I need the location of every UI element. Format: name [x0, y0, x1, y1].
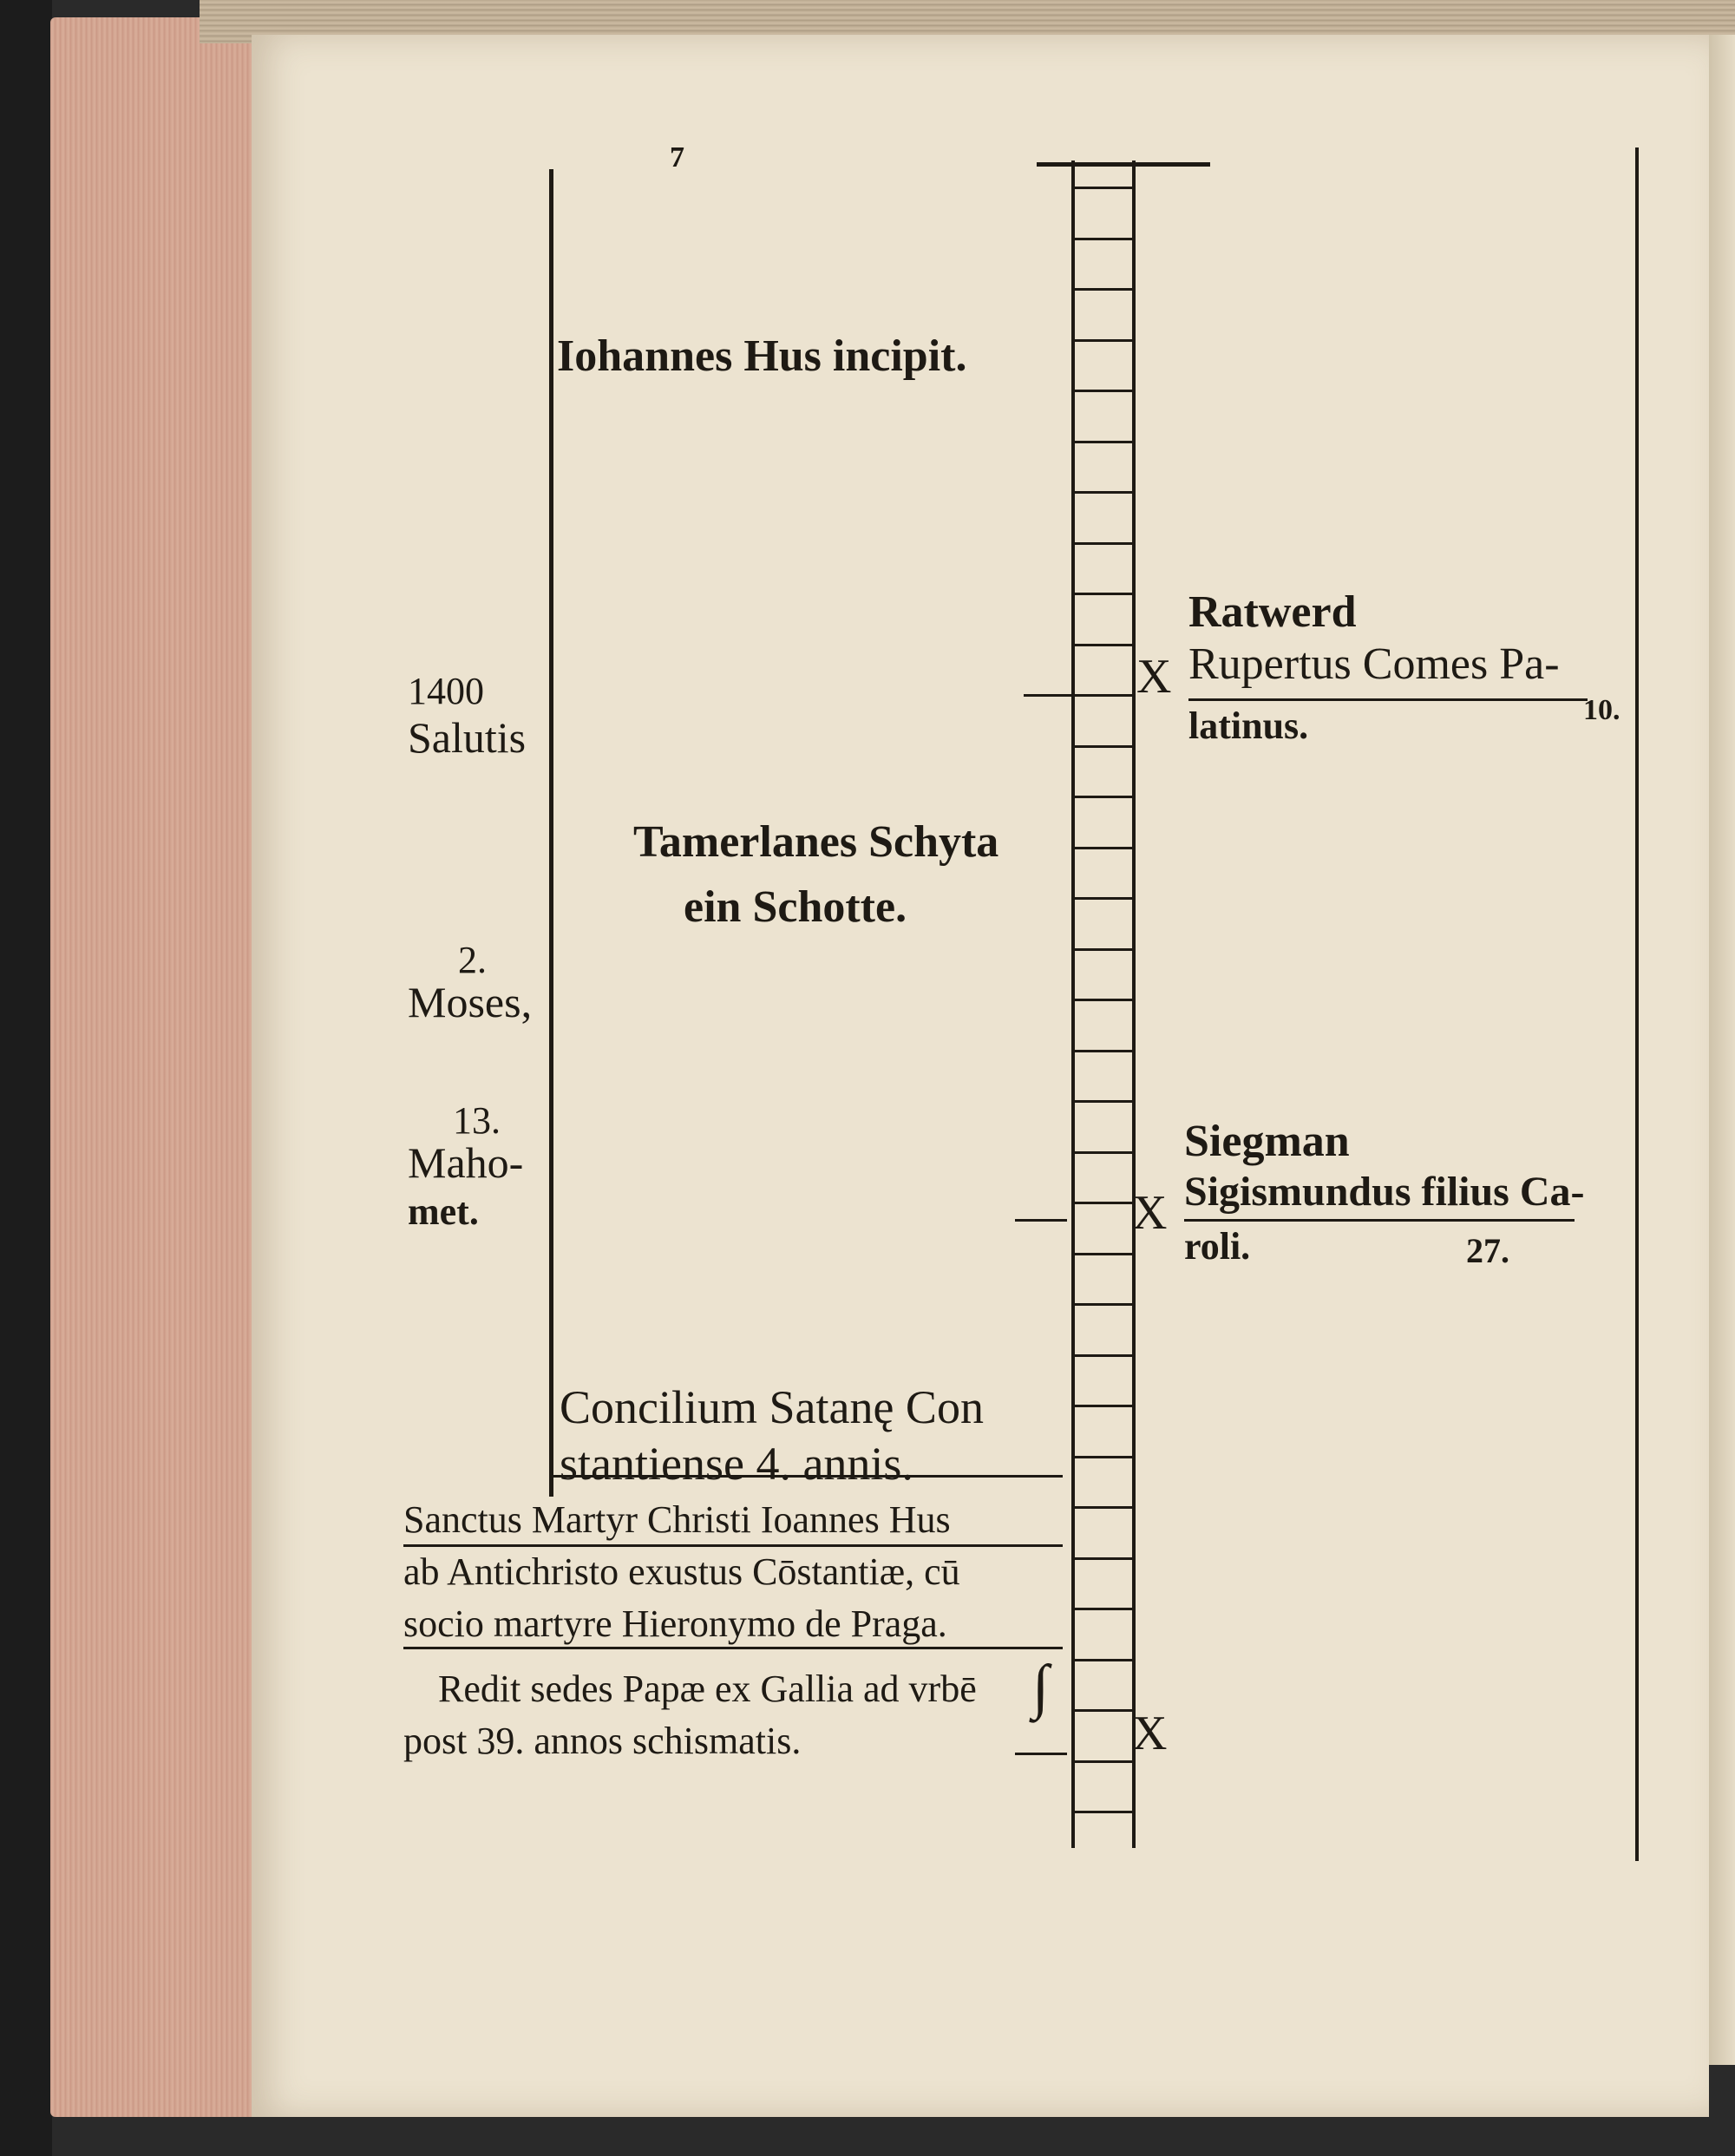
- label-mahomet-line1: Maho-: [408, 1138, 524, 1187]
- ladder-rung: [1075, 847, 1132, 849]
- ladder-rung: [1075, 288, 1132, 291]
- ladder-rung: [1075, 999, 1132, 1001]
- right-border-line: [1635, 147, 1639, 1861]
- label-salutis: Salutis: [408, 713, 527, 762]
- sigismundus-years: 27.: [1466, 1231, 1509, 1270]
- ladder-rung: [1075, 694, 1132, 697]
- ladder-rung: [1075, 1811, 1132, 1813]
- label-ratwerd: Ratwerd: [1188, 587, 1357, 637]
- book-page: 7 Iohannes Hus incipit. Tamerlanes Schyt…: [252, 35, 1709, 2117]
- note-hus-martyr-line2: ab Antichristo exustus Cōstantiæ, cū: [403, 1550, 960, 1593]
- ladder-rung: [1075, 897, 1132, 900]
- note-redit-line2: post 39. annos schismatis.: [403, 1720, 802, 1762]
- ladder-rung: [1075, 796, 1132, 798]
- note-underline-1: [403, 1544, 1063, 1547]
- mahomet-number: 13.: [453, 1099, 501, 1142]
- rupertus-underline: [1188, 698, 1588, 701]
- ladder-rung: [1075, 339, 1132, 342]
- bracket-mark: ∫: [1032, 1654, 1050, 1720]
- ladder-rung: [1075, 1405, 1132, 1407]
- label-moses: Moses,: [408, 978, 533, 1026]
- ladder-rung: [1075, 390, 1132, 392]
- ladder-rung: [1075, 1202, 1132, 1204]
- ladder-rung: [1075, 948, 1132, 951]
- ladder-scale: [1071, 161, 1136, 1848]
- year-1400: 1400: [408, 670, 484, 712]
- note-underline-2: [403, 1647, 1063, 1649]
- note-redit-line1: Redit sedes Papæ ex Gallia ad vrbē: [438, 1668, 977, 1710]
- ladder-rung: [1075, 1659, 1132, 1661]
- ladder-rung: [1075, 441, 1132, 443]
- ladder-rung: [1075, 1151, 1132, 1154]
- ladder-rung: [1075, 1100, 1132, 1103]
- ladder-rung: [1075, 542, 1132, 545]
- ladder-rung: [1075, 593, 1132, 595]
- ladder-rung: [1075, 491, 1132, 494]
- note-hus-martyr-line1: Sanctus Martyr Christi Ioannes Hus: [403, 1498, 951, 1541]
- ladder-rung: [1075, 745, 1132, 748]
- rupertus-years: 10.: [1583, 694, 1620, 726]
- entry-johannes-hus: Iohannes Hus incipit.: [557, 331, 967, 381]
- next-page-edge: [1705, 35, 1735, 2065]
- redit-tick: [1015, 1753, 1067, 1755]
- ladder-rung: [1075, 1050, 1132, 1052]
- ladder-rung: [1075, 1354, 1132, 1357]
- ladder-rung: [1075, 1506, 1132, 1509]
- label-sigismundus: Sigismundus filius Ca-: [1184, 1169, 1585, 1215]
- ladder-rung: [1075, 1303, 1132, 1306]
- ladder-rung: [1075, 187, 1132, 189]
- ladder-rung: [1075, 1709, 1132, 1712]
- x-mark-sigismundus: X: [1132, 1186, 1168, 1240]
- ladder-rung: [1075, 644, 1132, 646]
- entry-concilium-line1: Concilium Satanę Con: [560, 1381, 984, 1433]
- entry-concilium-line2: stantiense 4. annis.: [560, 1438, 913, 1490]
- sigismundus-tick: [1015, 1219, 1067, 1222]
- top-mark: 7: [670, 141, 684, 174]
- ladder-rung: [1075, 1253, 1132, 1255]
- label-roli: roli.: [1184, 1225, 1251, 1268]
- sigismundus-underline: [1184, 1219, 1575, 1222]
- ladder-top-bar: [1037, 162, 1210, 167]
- x-mark-rupertus: X: [1136, 650, 1172, 704]
- label-rupertus: Rupertus Comes Pa-: [1188, 639, 1560, 689]
- label-latinus: latinus.: [1188, 704, 1309, 747]
- entry-tamerlanes-line1: Tamerlanes Schyta: [633, 817, 999, 867]
- ladder-rung: [1075, 1456, 1132, 1458]
- left-timeline-line: [549, 169, 553, 1497]
- moses-number: 2.: [458, 939, 487, 981]
- page-edges: [50, 17, 259, 2117]
- book-spine: [0, 0, 52, 2156]
- label-siegman: Siegman: [1184, 1117, 1350, 1166]
- note-hus-martyr-line3: socio martyre Hieronymo de Praga.: [403, 1602, 947, 1645]
- x-mark-bottom: X: [1132, 1707, 1168, 1760]
- concilium-underline: [551, 1475, 1063, 1478]
- ladder-rung: [1075, 1557, 1132, 1560]
- ladder-rung: [1075, 1608, 1132, 1610]
- ladder-rung: [1075, 238, 1132, 240]
- ladder-rung: [1075, 1760, 1132, 1763]
- entry-tamerlanes-line2: ein Schotte.: [684, 882, 907, 932]
- label-mahomet-line2: met.: [408, 1190, 479, 1233]
- rupertus-tick: [1024, 694, 1076, 697]
